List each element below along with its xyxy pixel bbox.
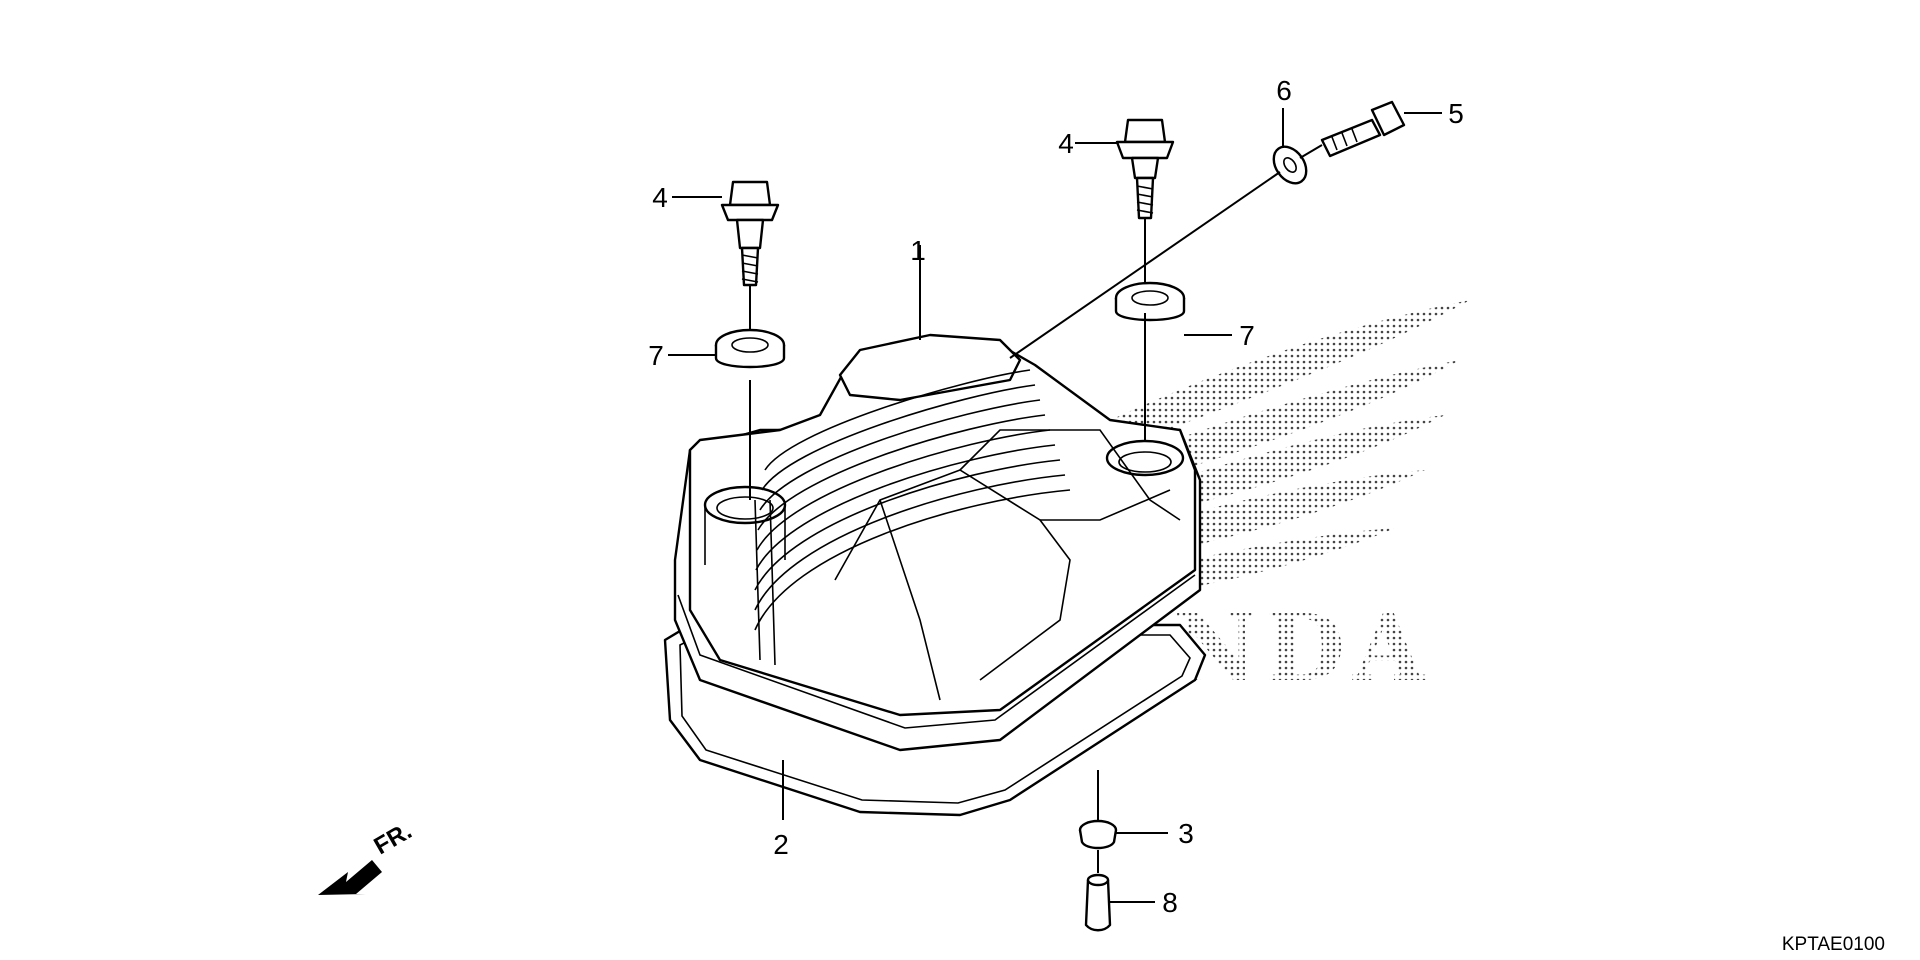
callout-7-right: 7	[1239, 320, 1255, 351]
grommet-right	[1114, 281, 1186, 322]
front-arrow-icon: FR.	[318, 817, 416, 895]
front-label: FR.	[370, 817, 417, 860]
grommet-left	[714, 328, 786, 369]
grommet-3	[1078, 819, 1118, 850]
callout-4-left: 4	[652, 182, 668, 213]
leader-lines	[668, 108, 1442, 903]
callout-6: 6	[1276, 75, 1292, 106]
bolt-right	[1115, 118, 1175, 220]
callout-1: 1	[910, 235, 926, 266]
callout-8: 8	[1162, 887, 1178, 918]
cylinder-head-cover	[673, 333, 1202, 752]
washer-6	[1272, 145, 1308, 185]
callout-7-left: 7	[648, 340, 664, 371]
callout-2: 2	[773, 829, 789, 860]
callout-3: 3	[1178, 818, 1194, 849]
bolt-5	[1320, 100, 1406, 158]
diagram-code: KPTAE0100	[1782, 934, 1885, 955]
dowel-pin-8	[1084, 873, 1112, 932]
callout-4-right: 4	[1058, 128, 1074, 159]
callout-5: 5	[1448, 98, 1464, 129]
bolt-left	[720, 180, 780, 287]
